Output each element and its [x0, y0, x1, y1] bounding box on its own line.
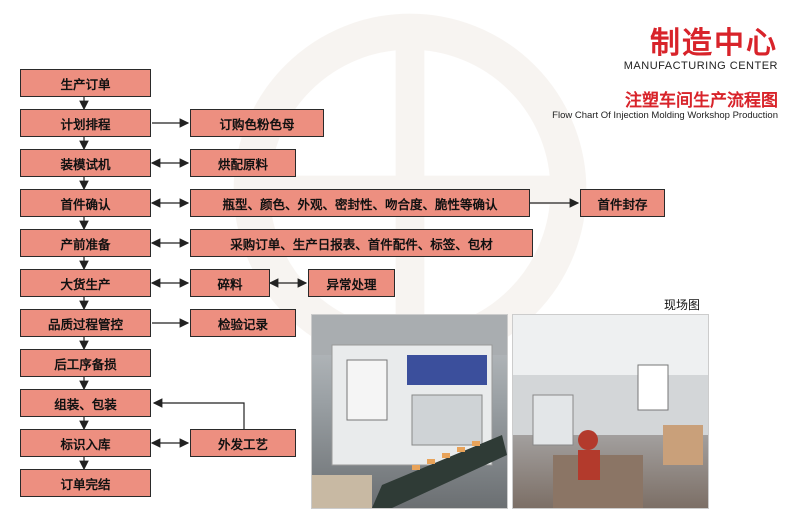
step-first-article: 首件确认 [20, 189, 151, 217]
side-pre-production-items: 采购订单、生产日报表、首件配件、标签、包材 [190, 229, 533, 257]
page-title-english: MANUFACTURING CENTER [623, 60, 778, 72]
step-assembly-packaging: 组装、包装 [20, 389, 151, 417]
side-inspection-record: 检验记录 [190, 309, 296, 337]
factory-photo-workshop [512, 314, 709, 509]
step-label-warehouse: 标识入库 [20, 429, 151, 457]
side-regrind: 碎料 [190, 269, 270, 297]
arrow-outsourced-to-assembly [152, 398, 245, 429]
side-first-article-checks: 瓶型、颜色、外观、密封性、吻合度、脆性等确认 [190, 189, 530, 217]
side-exception-handling: 异常处理 [308, 269, 395, 297]
side-bake-material: 烘配原料 [190, 149, 296, 177]
page-subtitle: 注塑车间生产流程图 [625, 91, 778, 111]
page-subtitle-english: Flow Chart Of Injection Molding Workshop… [552, 110, 778, 121]
workshop-illustration [513, 315, 708, 508]
side-first-article-storage: 首件封存 [580, 189, 665, 217]
step-mass-production: 大货生产 [20, 269, 151, 297]
side-order-pigment: 订购色粉色母 [190, 109, 324, 137]
step-pre-production: 产前准备 [20, 229, 151, 257]
step-order-complete: 订单完结 [20, 469, 151, 497]
photos-label: 现场图 [664, 298, 701, 312]
page-title: 制造中心 [650, 26, 778, 61]
step-quality-control: 品质过程管控 [20, 309, 151, 337]
factory-photo-machine [311, 314, 508, 509]
machine-illustration [312, 315, 507, 508]
step-mold-trial: 装模试机 [20, 149, 151, 177]
side-outsourced-process: 外发工艺 [190, 429, 296, 457]
step-planning: 计划排程 [20, 109, 151, 137]
step-post-process-spare: 后工序备损 [20, 349, 151, 377]
step-production-order: 生产订单 [20, 69, 151, 97]
